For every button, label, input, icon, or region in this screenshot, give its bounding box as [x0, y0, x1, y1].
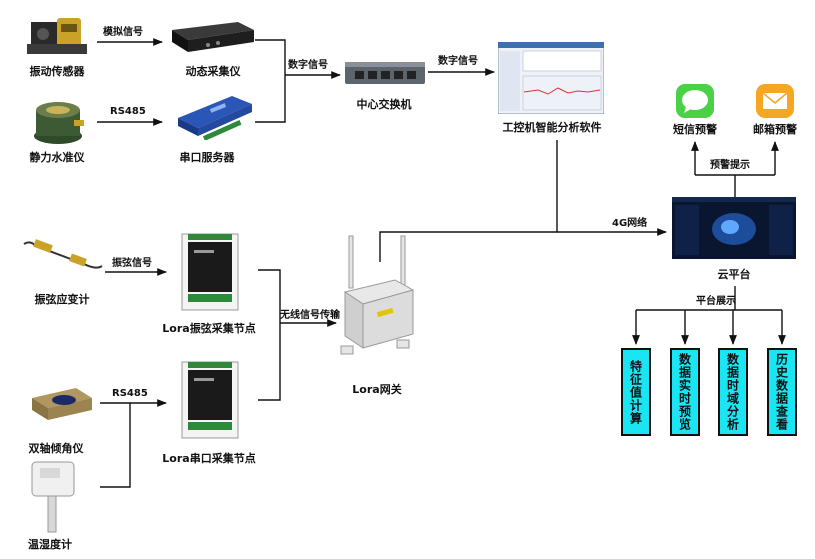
- digital-signal-2-label: 数字信号: [438, 56, 478, 67]
- static-level-label: 静力水准仪: [29, 151, 85, 164]
- function-box-realtime-preview: 数据实时预览: [670, 348, 700, 436]
- thermo-hygrometer-icon: [31, 461, 75, 533]
- function-box-history: 历史数据查看: [767, 348, 797, 436]
- serial-server-icon: [178, 96, 252, 140]
- inclinometer-icon: [32, 388, 92, 420]
- lora-serial-node-icon: [181, 361, 239, 439]
- lora-vw-node-label: Lora振弦采集节点: [162, 322, 256, 335]
- alert-prompt-label: 预警提示: [710, 160, 750, 171]
- vw-signal-label: 振弦信号: [112, 258, 152, 269]
- lora-gateway-label: Lora网关: [352, 383, 402, 396]
- edge-sensors-to-serialnode: [100, 402, 131, 488]
- wireless-label: 无线信号传输: [280, 310, 340, 321]
- email-alert-label: 邮箱预警: [753, 123, 797, 136]
- email-icon: [756, 84, 794, 118]
- lora-vw-node-icon: [181, 233, 239, 311]
- analog-signal-label: 模拟信号: [103, 27, 143, 38]
- dynamic-collector-label: 动态采集仪: [185, 65, 241, 78]
- edge-software-to-cloud: [379, 140, 558, 262]
- cloud-platform-screenshot: [672, 197, 796, 259]
- lora-serial-node-label: Lora串口采集节点: [162, 452, 256, 465]
- edge-nodes-to-gateway: [258, 269, 281, 401]
- rs485-top-label: RS485: [110, 106, 146, 117]
- central-switch-label: 中心交换机: [356, 98, 412, 111]
- static-level-icon: [34, 102, 84, 144]
- vibration-sensor-label: 振动传感器: [29, 65, 85, 78]
- thermo-hygrometer-label: 温湿度计: [28, 538, 72, 551]
- rs485-bottom-label: RS485: [112, 388, 148, 399]
- cloud-platform-label: 云平台: [717, 268, 751, 281]
- analysis-software-label: 工控机智能分析软件: [502, 121, 602, 134]
- dynamic-collector-icon: [172, 22, 254, 52]
- vibration-sensor-icon: [27, 18, 87, 54]
- edge-collectors-to-switch: [255, 39, 286, 123]
- strain-gauge-icon: [23, 239, 103, 269]
- digital-signal-1-label: 数字信号: [288, 60, 328, 71]
- function-box-feature-calc: 特征值计算: [621, 348, 651, 436]
- strain-gauge-label: 振弦应变计: [34, 293, 90, 306]
- lora-gateway-icon: [340, 235, 415, 355]
- analysis-software-screenshot: [498, 42, 604, 114]
- network-4g-label: 4G网络: [612, 218, 648, 229]
- inclinometer-label: 双轴倾角仪: [28, 442, 84, 455]
- central-switch-icon: [345, 62, 425, 84]
- sms-alert-label: 短信预警: [673, 123, 717, 136]
- function-box-time-domain: 数据时域分析: [718, 348, 748, 436]
- serial-server-label: 串口服务器: [179, 151, 235, 164]
- platform-display-label: 平台展示: [696, 296, 736, 307]
- sms-icon: [676, 84, 714, 118]
